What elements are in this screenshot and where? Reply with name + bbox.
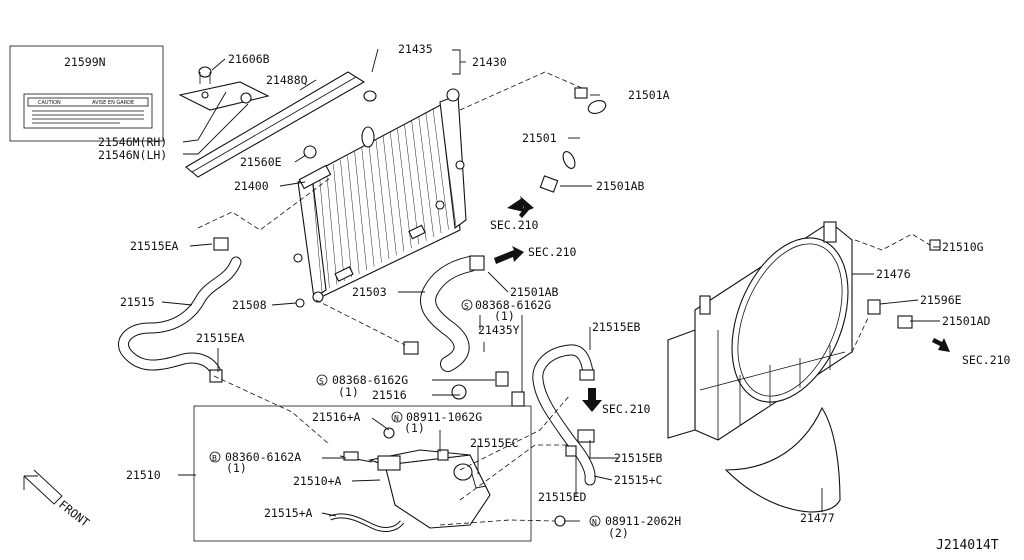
label-21515ed: 21515ED <box>538 490 587 504</box>
label-sec210-d: SEC.210 <box>962 353 1011 367</box>
label-21596e: 21596E <box>920 293 962 307</box>
label-21435: 21435 <box>398 42 433 56</box>
label-21515ea-top: 21515EA <box>130 239 179 253</box>
label-08360-qty: (1) <box>226 461 247 475</box>
label-21510a: 21510+A <box>293 474 342 488</box>
label-21515ec: 21515EC <box>470 436 519 450</box>
label-21515c: 21515+C <box>614 473 663 487</box>
radiator-fin <box>382 135 397 256</box>
radiator-fin <box>432 107 449 230</box>
radiator-fin <box>361 147 375 267</box>
label-21510g: 21510G <box>942 240 984 254</box>
radiator-fin <box>418 115 434 238</box>
diagram-id: J214014T <box>936 538 999 553</box>
svg-text:N: N <box>592 518 597 527</box>
caution-text-left: CAUTION <box>38 100 61 106</box>
radiator-fin <box>347 155 360 274</box>
lower-shroud-21477 <box>724 406 841 513</box>
caution-text-right: AVISE EN GARDE <box>92 100 134 106</box>
radiator-fin <box>375 139 390 260</box>
label-sec210-b: SEC.210 <box>528 245 577 259</box>
label-21400: 21400 <box>234 179 269 193</box>
radiator-fin <box>368 143 382 263</box>
radiator-fin <box>354 151 367 271</box>
label-08911-2062-qty: (2) <box>608 526 629 540</box>
label-21430: 21430 <box>472 55 507 69</box>
label-08360: 08360-6162A <box>225 450 301 464</box>
label-front: FRONT <box>56 497 92 529</box>
arrow-sec210-d <box>932 338 950 352</box>
svg-text:B: B <box>212 454 217 463</box>
label-21599n: 21599N <box>64 55 106 69</box>
radiator-fin <box>318 171 330 289</box>
label-21515ea-bot: 21515EA <box>196 331 245 345</box>
fan-shroud-21476 <box>667 221 941 441</box>
label-21435y: 21435Y <box>478 323 520 337</box>
reservoir-hose-21515 <box>118 237 242 383</box>
direction-arrows <box>23 196 950 505</box>
label-21501ad: 21501AD <box>942 314 991 328</box>
radiator-seal-21488q <box>185 71 366 178</box>
svg-text:N: N <box>394 414 399 423</box>
arrow-sec210-b <box>494 246 524 264</box>
radiator-fin <box>411 119 427 241</box>
label-sec210-a: SEC.210 <box>490 218 539 232</box>
label-21488q: 21488Q <box>266 73 308 87</box>
front-arrow <box>23 469 63 505</box>
label-21606b: 21606B <box>228 52 270 66</box>
radiator-fin <box>425 111 442 234</box>
leader-lines <box>161 48 940 522</box>
label-21503: 21503 <box>352 285 387 299</box>
svg-text:S: S <box>319 377 324 386</box>
label-21510: 21510 <box>126 468 161 482</box>
label-21501a: 21501A <box>628 88 670 102</box>
label-21516a: 21516+A <box>312 410 361 424</box>
radiator-fin <box>333 163 345 282</box>
label-08911-1062-qty: (1) <box>404 421 425 435</box>
radiator-fin <box>389 131 405 252</box>
radiator-fin <box>311 175 323 293</box>
label-21476: 21476 <box>876 267 911 281</box>
label-21501: 21501 <box>522 131 557 145</box>
svg-text:S: S <box>464 302 469 311</box>
label-08368-2: 08368-6162G <box>332 373 408 387</box>
label-plate-21599n: 21599N CAUTION AVISE EN GARDE <box>9 45 164 142</box>
part-labels: 21606B 21435 21430 21501A 21488Q 21546M(… <box>56 42 1010 553</box>
mount-bushing-21546 <box>178 66 270 111</box>
radiator-fin <box>404 123 420 245</box>
label-sec210-c: SEC.210 <box>602 402 651 416</box>
radiator-21400 <box>293 88 467 308</box>
label-21516: 21516 <box>372 388 407 402</box>
dashed-lines <box>197 71 931 526</box>
reservoir-tank-21510 <box>193 371 532 542</box>
hose-21515c <box>511 344 596 527</box>
label-21501ab-top: 21501AB <box>596 179 645 193</box>
label-21515eb-bot: 21515EB <box>614 451 663 465</box>
label-21508: 21508 <box>232 298 267 312</box>
label-21546m: 21546M(RH) <box>98 135 167 149</box>
label-21546n: 21546N(LH) <box>98 148 167 162</box>
label-08368-1: 08368-6162G <box>475 298 551 312</box>
upper-hose-21501 <box>539 87 632 193</box>
radiator-fin <box>397 127 412 249</box>
radiator-fin <box>439 103 457 227</box>
label-08911-1062: 08911-1062G <box>406 410 482 424</box>
label-08368-2-qty: (1) <box>338 385 359 399</box>
label-08368-1-qty: (1) <box>494 309 515 323</box>
label-21560e: 21560E <box>240 155 282 169</box>
label-21515: 21515 <box>120 295 155 309</box>
arrow-sec210-c <box>582 388 602 412</box>
radiator-fin <box>325 167 338 285</box>
label-21477: 21477 <box>800 511 835 525</box>
label-21515a: 21515+A <box>264 506 313 520</box>
lower-hose-21503 <box>403 255 485 372</box>
label-08911-2062: 08911-2062H <box>605 514 681 528</box>
arrow-sec210-a <box>519 196 534 218</box>
label-21515eb-top: 21515EB <box>592 320 641 334</box>
label-21501ab-mid: 21501AB <box>510 285 559 299</box>
radiator-fin <box>340 159 353 278</box>
